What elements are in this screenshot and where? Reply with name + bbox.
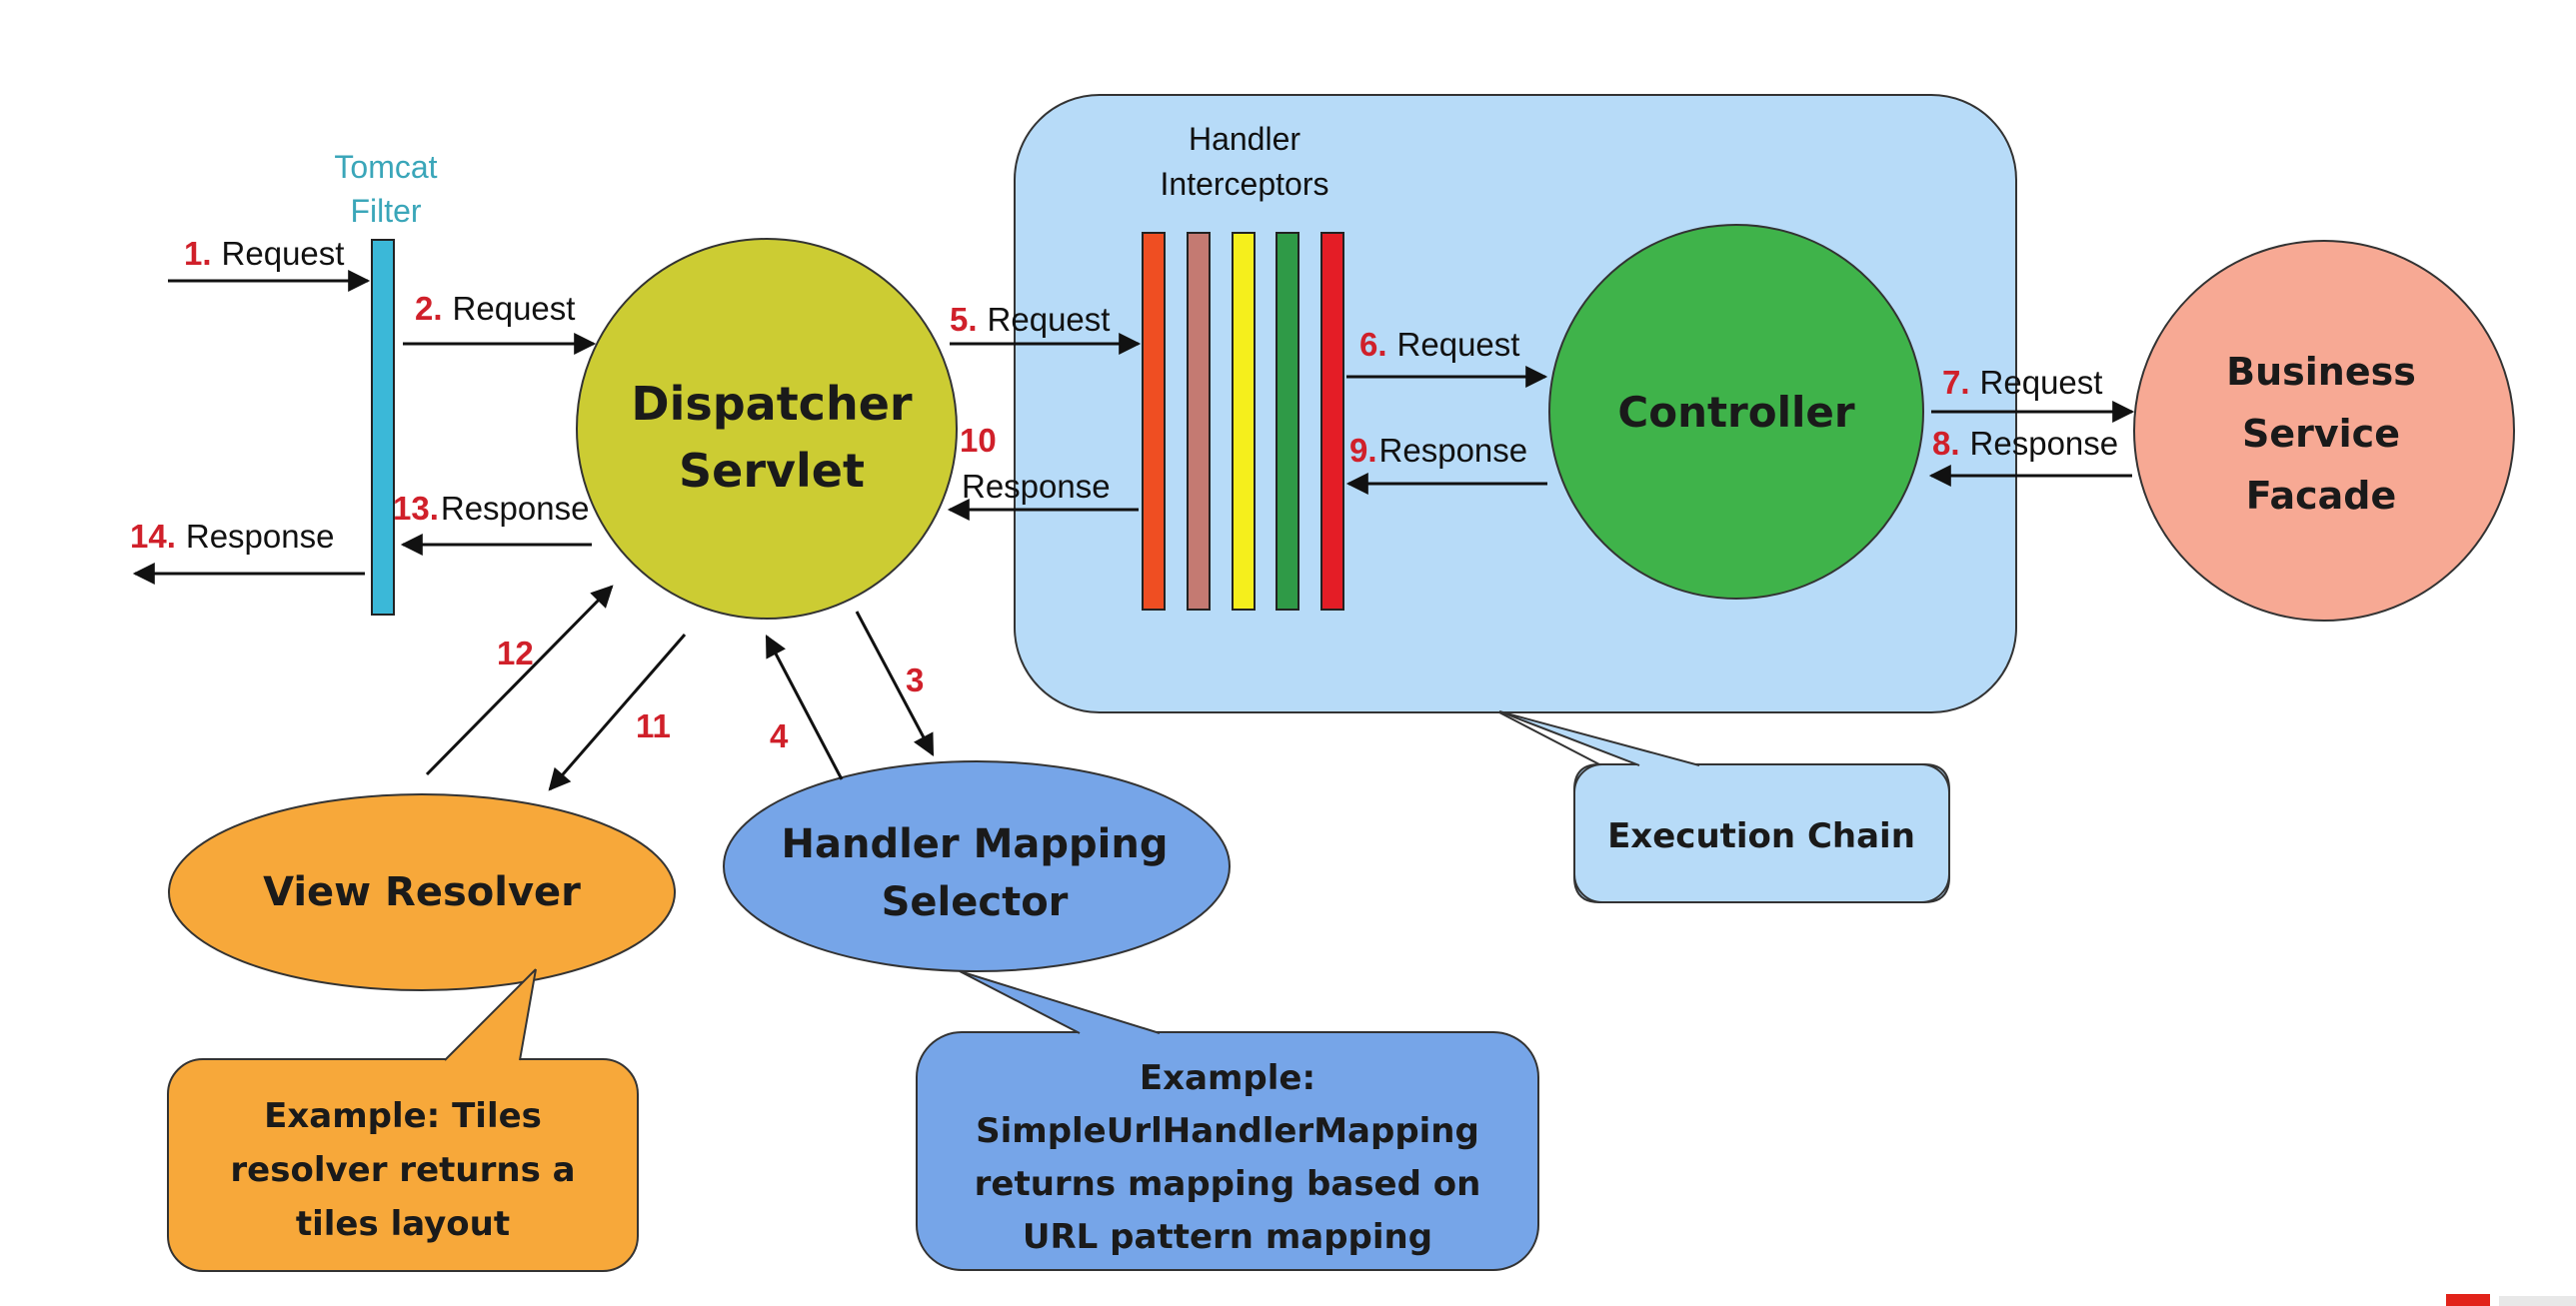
handler-mapping-callout-box <box>916 1031 1539 1271</box>
step-13-label: 13.Response <box>393 490 589 527</box>
step-14-label: 14.Response <box>130 518 334 555</box>
interceptor-bar-3 <box>1232 232 1256 611</box>
interceptor-bars <box>1142 232 1344 611</box>
handler-mapping-selector-line1: Handler Mapping <box>782 821 1169 867</box>
flow-arrows <box>132 270 2135 791</box>
step-5-label: 5.Request <box>950 301 1110 338</box>
arrow-4 <box>765 635 844 780</box>
controller-label: Controller <box>1617 388 1855 437</box>
handler-mapping-selector-node <box>723 760 1231 972</box>
interceptor-bar-1 <box>1142 232 1166 611</box>
dispatcher-servlet-label-line1: Dispatcher <box>631 377 913 431</box>
tomcat-filter-label-line2: Filter <box>350 193 421 229</box>
step-9-label: 9.Response <box>1349 432 1527 469</box>
view-resolver-callout-box <box>167 1058 639 1272</box>
view-resolver-node <box>168 793 676 991</box>
step-1-label: 1.Request <box>184 235 344 272</box>
handler-mapping-callout-line1: Example: <box>1140 1058 1315 1098</box>
interceptor-bar-4 <box>1276 232 1299 611</box>
step-8-label: 8.Response <box>1932 425 2118 462</box>
handler-mapping-selector-line2: Selector <box>882 879 1069 925</box>
handler-mapping-callout-line4: URL pattern mapping <box>1023 1217 1432 1257</box>
step-7-label: 7.Request <box>1942 364 2102 401</box>
step-10-text: Response <box>962 468 1111 505</box>
corner-logo-mark <box>2446 1294 2490 1306</box>
dispatcher-servlet-label-line2: Servlet <box>679 444 865 498</box>
step-3-label: 3 <box>906 661 924 698</box>
view-resolver-callout-line2: resolver returns a <box>230 1150 575 1190</box>
controller-node <box>1548 224 1924 600</box>
business-service-facade-node <box>2133 240 2515 622</box>
handler-mapping-callout-line3: returns mapping based on <box>975 1164 1481 1204</box>
dispatcher-servlet-node <box>576 238 958 620</box>
handler-interceptors-label-line1: Handler <box>1189 121 1300 157</box>
tomcat-filter-bar <box>371 239 395 616</box>
handler-mapping-callout-line2: SimpleUrlHandlerMapping <box>976 1111 1479 1151</box>
execution-chain-callout-box <box>1573 763 1950 903</box>
interceptor-bar-2 <box>1187 232 1211 611</box>
corner-logo <box>2446 1294 2576 1306</box>
step-4-label: 4 <box>770 717 789 754</box>
view-resolver-callout-line1: Example: Tiles <box>264 1096 542 1136</box>
step-11-label: 11 <box>636 707 671 744</box>
interceptor-bar-5 <box>1320 232 1344 611</box>
business-service-facade-line1: Business <box>2226 350 2416 394</box>
handler-interceptors-label-line2: Interceptors <box>1161 166 1329 202</box>
business-service-facade-line3: Facade <box>2246 474 2397 518</box>
corner-logo-bar <box>2499 1296 2576 1306</box>
arrow-11 <box>548 634 687 791</box>
view-resolver-callout-line3: tiles layout <box>296 1204 510 1244</box>
arrow-12 <box>425 585 614 776</box>
step-12-label: 12 <box>497 635 534 671</box>
step-6-label: 6.Request <box>1359 326 1519 363</box>
arrow-3 <box>855 611 935 756</box>
step-labels: 1.Request 2.Request 5.Request 6.Request … <box>130 235 2118 754</box>
step-2-label: 2.Request <box>415 290 575 327</box>
execution-chain-label: Execution Chain <box>1607 816 1915 856</box>
tomcat-filter-label-line1: Tomcat <box>334 149 437 185</box>
business-service-facade-line2: Service <box>2242 412 2400 456</box>
view-resolver-label: View Resolver <box>263 869 581 915</box>
step-10-number: 10 <box>960 422 997 459</box>
